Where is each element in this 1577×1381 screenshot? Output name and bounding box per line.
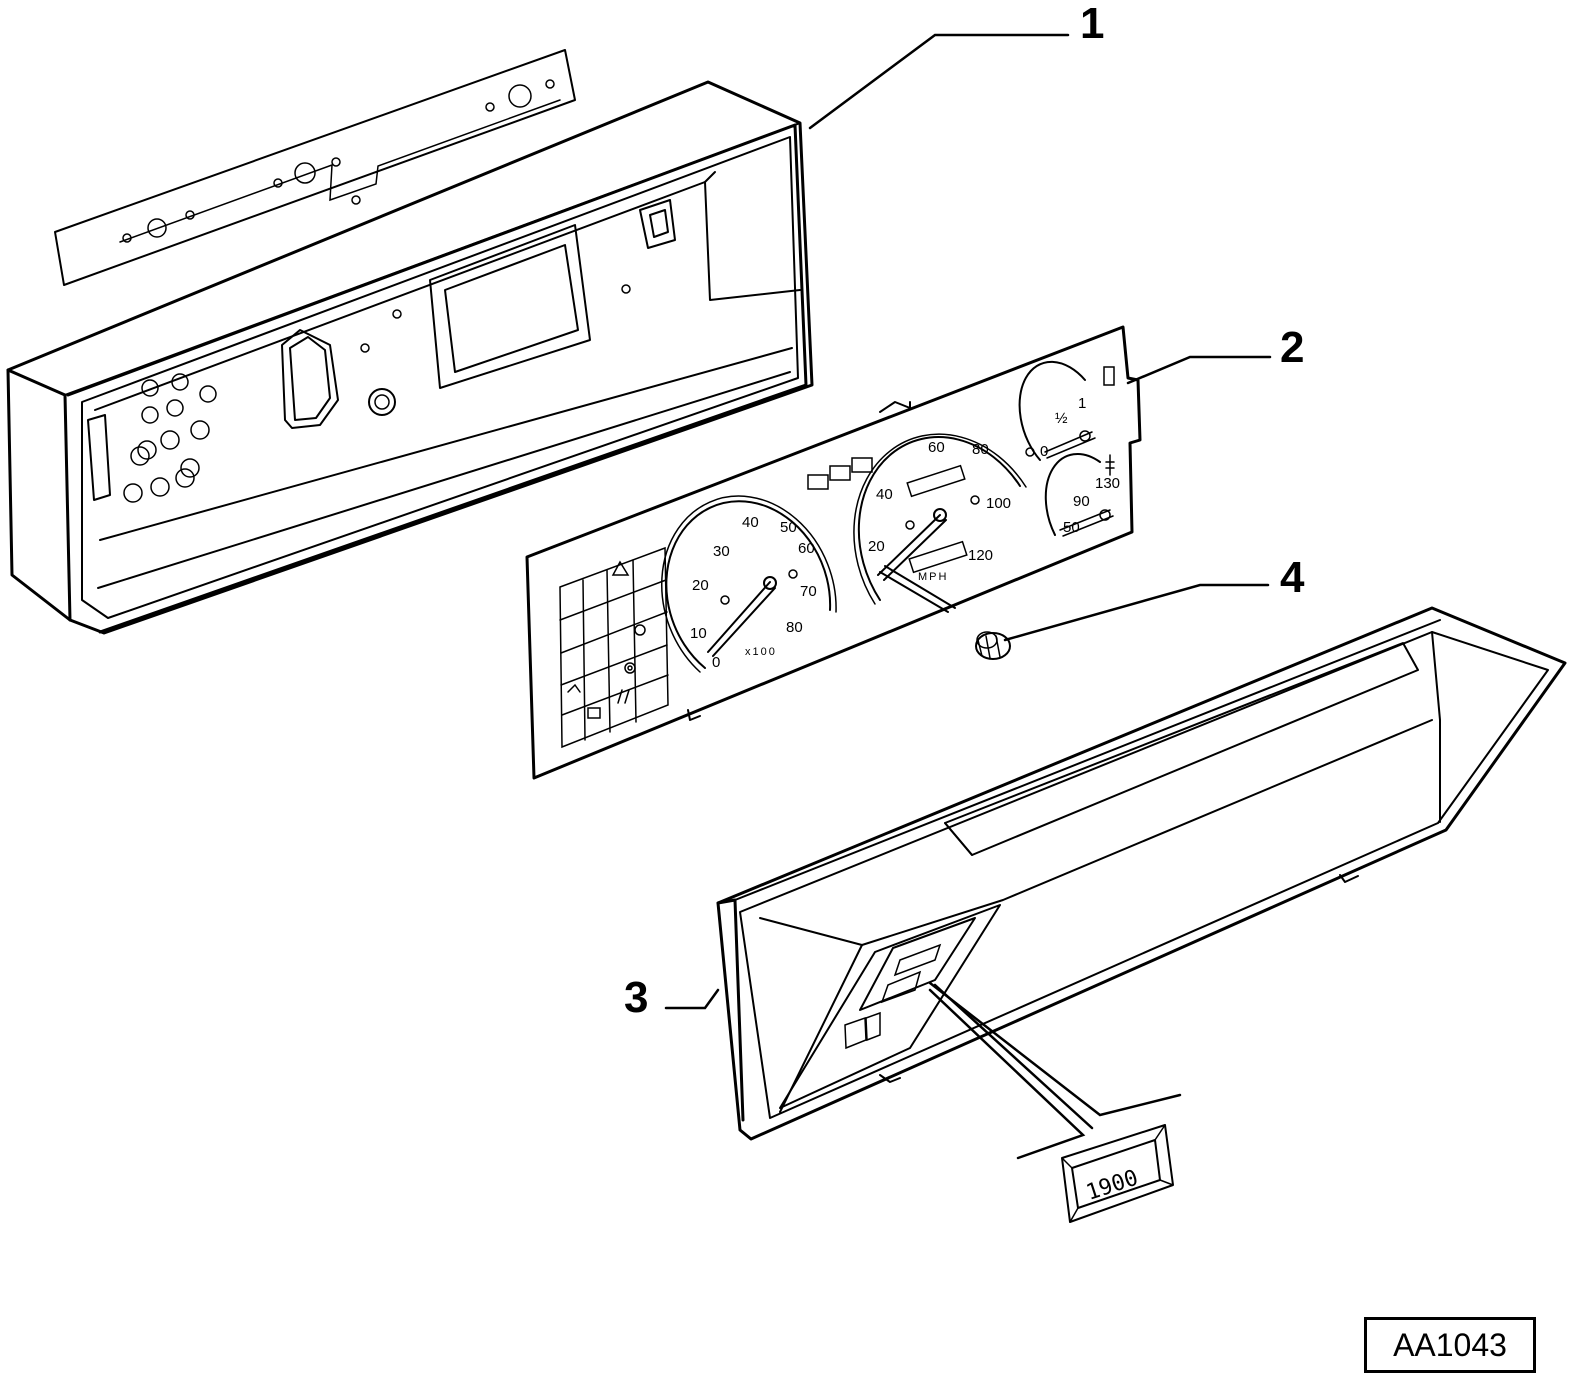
gauge-panel: 0 10 20 30 40 50 60 70 80 x100 20 40 60 … <box>525 325 1142 780</box>
fuel-gauge: 0 ½ 1 <box>1018 360 1115 461</box>
tacho-label-60: 60 <box>798 540 815 557</box>
tacho-label-10: 10 <box>690 625 707 642</box>
clock-module: 1900 <box>1061 1124 1174 1223</box>
tacho-label-0: 0 <box>712 654 720 671</box>
speedo-label-120: 120 <box>968 547 993 564</box>
tacho-label-20: 20 <box>692 577 709 594</box>
speedo-label-80: 80 <box>972 441 989 458</box>
callout-2: 2 <box>1280 323 1304 372</box>
speedometer: 20 40 60 80 100 120 MPH <box>807 433 1027 613</box>
speedo-label-60: 60 <box>928 439 945 456</box>
front-bezel <box>716 606 1567 1141</box>
tacho-unit: x100 <box>745 646 777 658</box>
tacho-label-40: 40 <box>742 514 759 531</box>
fuel-label-half: ½ <box>1055 410 1068 427</box>
leader-lines <box>664 33 1272 1160</box>
speedo-label-100: 100 <box>986 495 1011 512</box>
tacho-label-80: 80 <box>786 619 803 636</box>
reset-knob <box>975 631 1011 660</box>
temp-label-90: 90 <box>1073 493 1090 510</box>
callout-3: 3 <box>624 973 648 1022</box>
reference-code: AA1043 <box>1393 1326 1507 1363</box>
speedo-unit: MPH <box>918 571 948 583</box>
callout-1: 1 <box>1080 0 1104 48</box>
tacho-label-30: 30 <box>713 543 730 560</box>
rear-housing <box>6 49 814 635</box>
speedo-label-40: 40 <box>876 486 893 503</box>
temperature-gauge: 50 90 130 <box>1044 453 1120 537</box>
reference-code-box: AA1043 <box>1364 1317 1536 1373</box>
fuel-label-full: 1 <box>1078 395 1086 412</box>
tacho-label-50: 50 <box>780 519 797 536</box>
speedo-label-20: 20 <box>868 538 885 555</box>
fuel-label-0: 0 <box>1040 443 1048 460</box>
callout-4: 4 <box>1280 553 1305 602</box>
temp-label-130: 130 <box>1095 475 1120 492</box>
tachometer: 0 10 20 30 40 50 60 70 80 x100 <box>661 495 837 673</box>
tacho-label-70: 70 <box>800 583 817 600</box>
warning-lamp-grid <box>559 546 669 749</box>
temp-label-50: 50 <box>1063 519 1080 536</box>
